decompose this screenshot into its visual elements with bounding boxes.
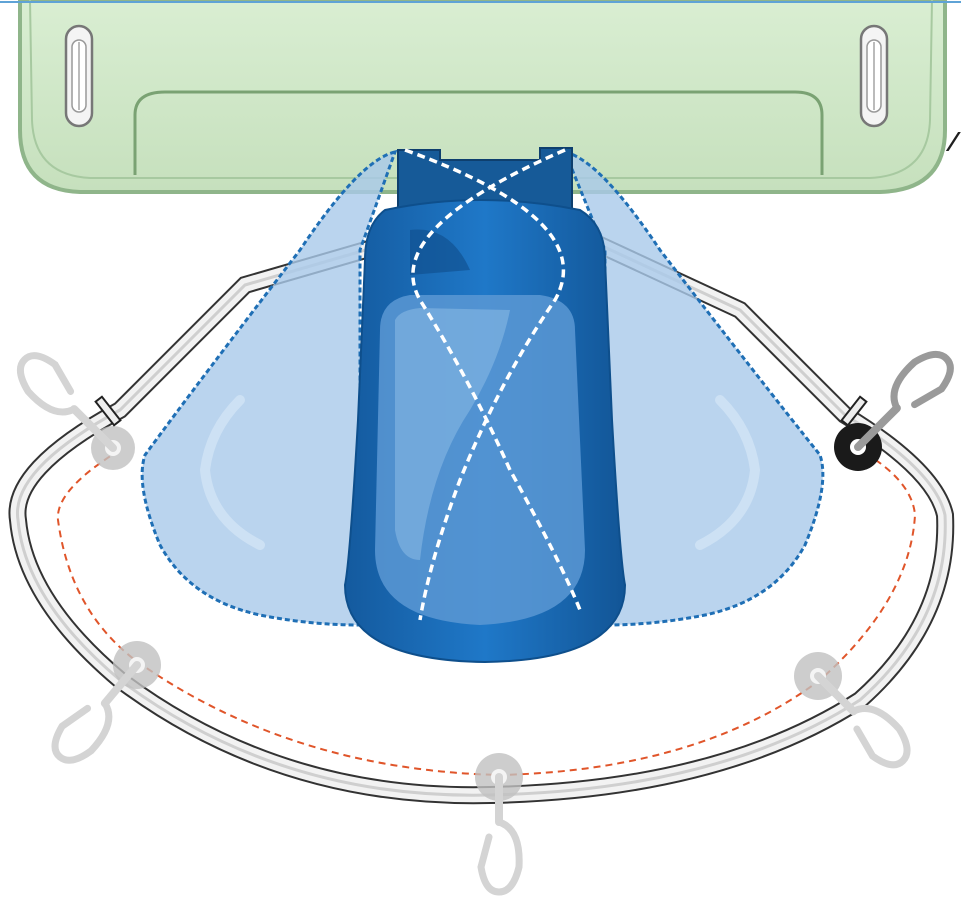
edge-mark: ⁄ (951, 126, 956, 157)
latch-right-icon[interactable] (859, 24, 889, 128)
carabiner-icon[interactable] (10, 347, 125, 462)
cord-clip-right (840, 395, 868, 427)
flap-right (562, 149, 825, 627)
latch-left-icon[interactable] (64, 24, 94, 128)
cord-clip-left (94, 395, 122, 427)
bag-body (343, 199, 627, 664)
strap-crossing (404, 148, 582, 621)
carabiner-icon[interactable] (46, 653, 152, 769)
top-panel (0, 0, 961, 194)
flap-left (140, 149, 398, 627)
carabiner-icon[interactable] (477, 773, 523, 896)
carabiner-icon[interactable] (805, 662, 917, 774)
carabiner-icon[interactable] (844, 344, 959, 459)
